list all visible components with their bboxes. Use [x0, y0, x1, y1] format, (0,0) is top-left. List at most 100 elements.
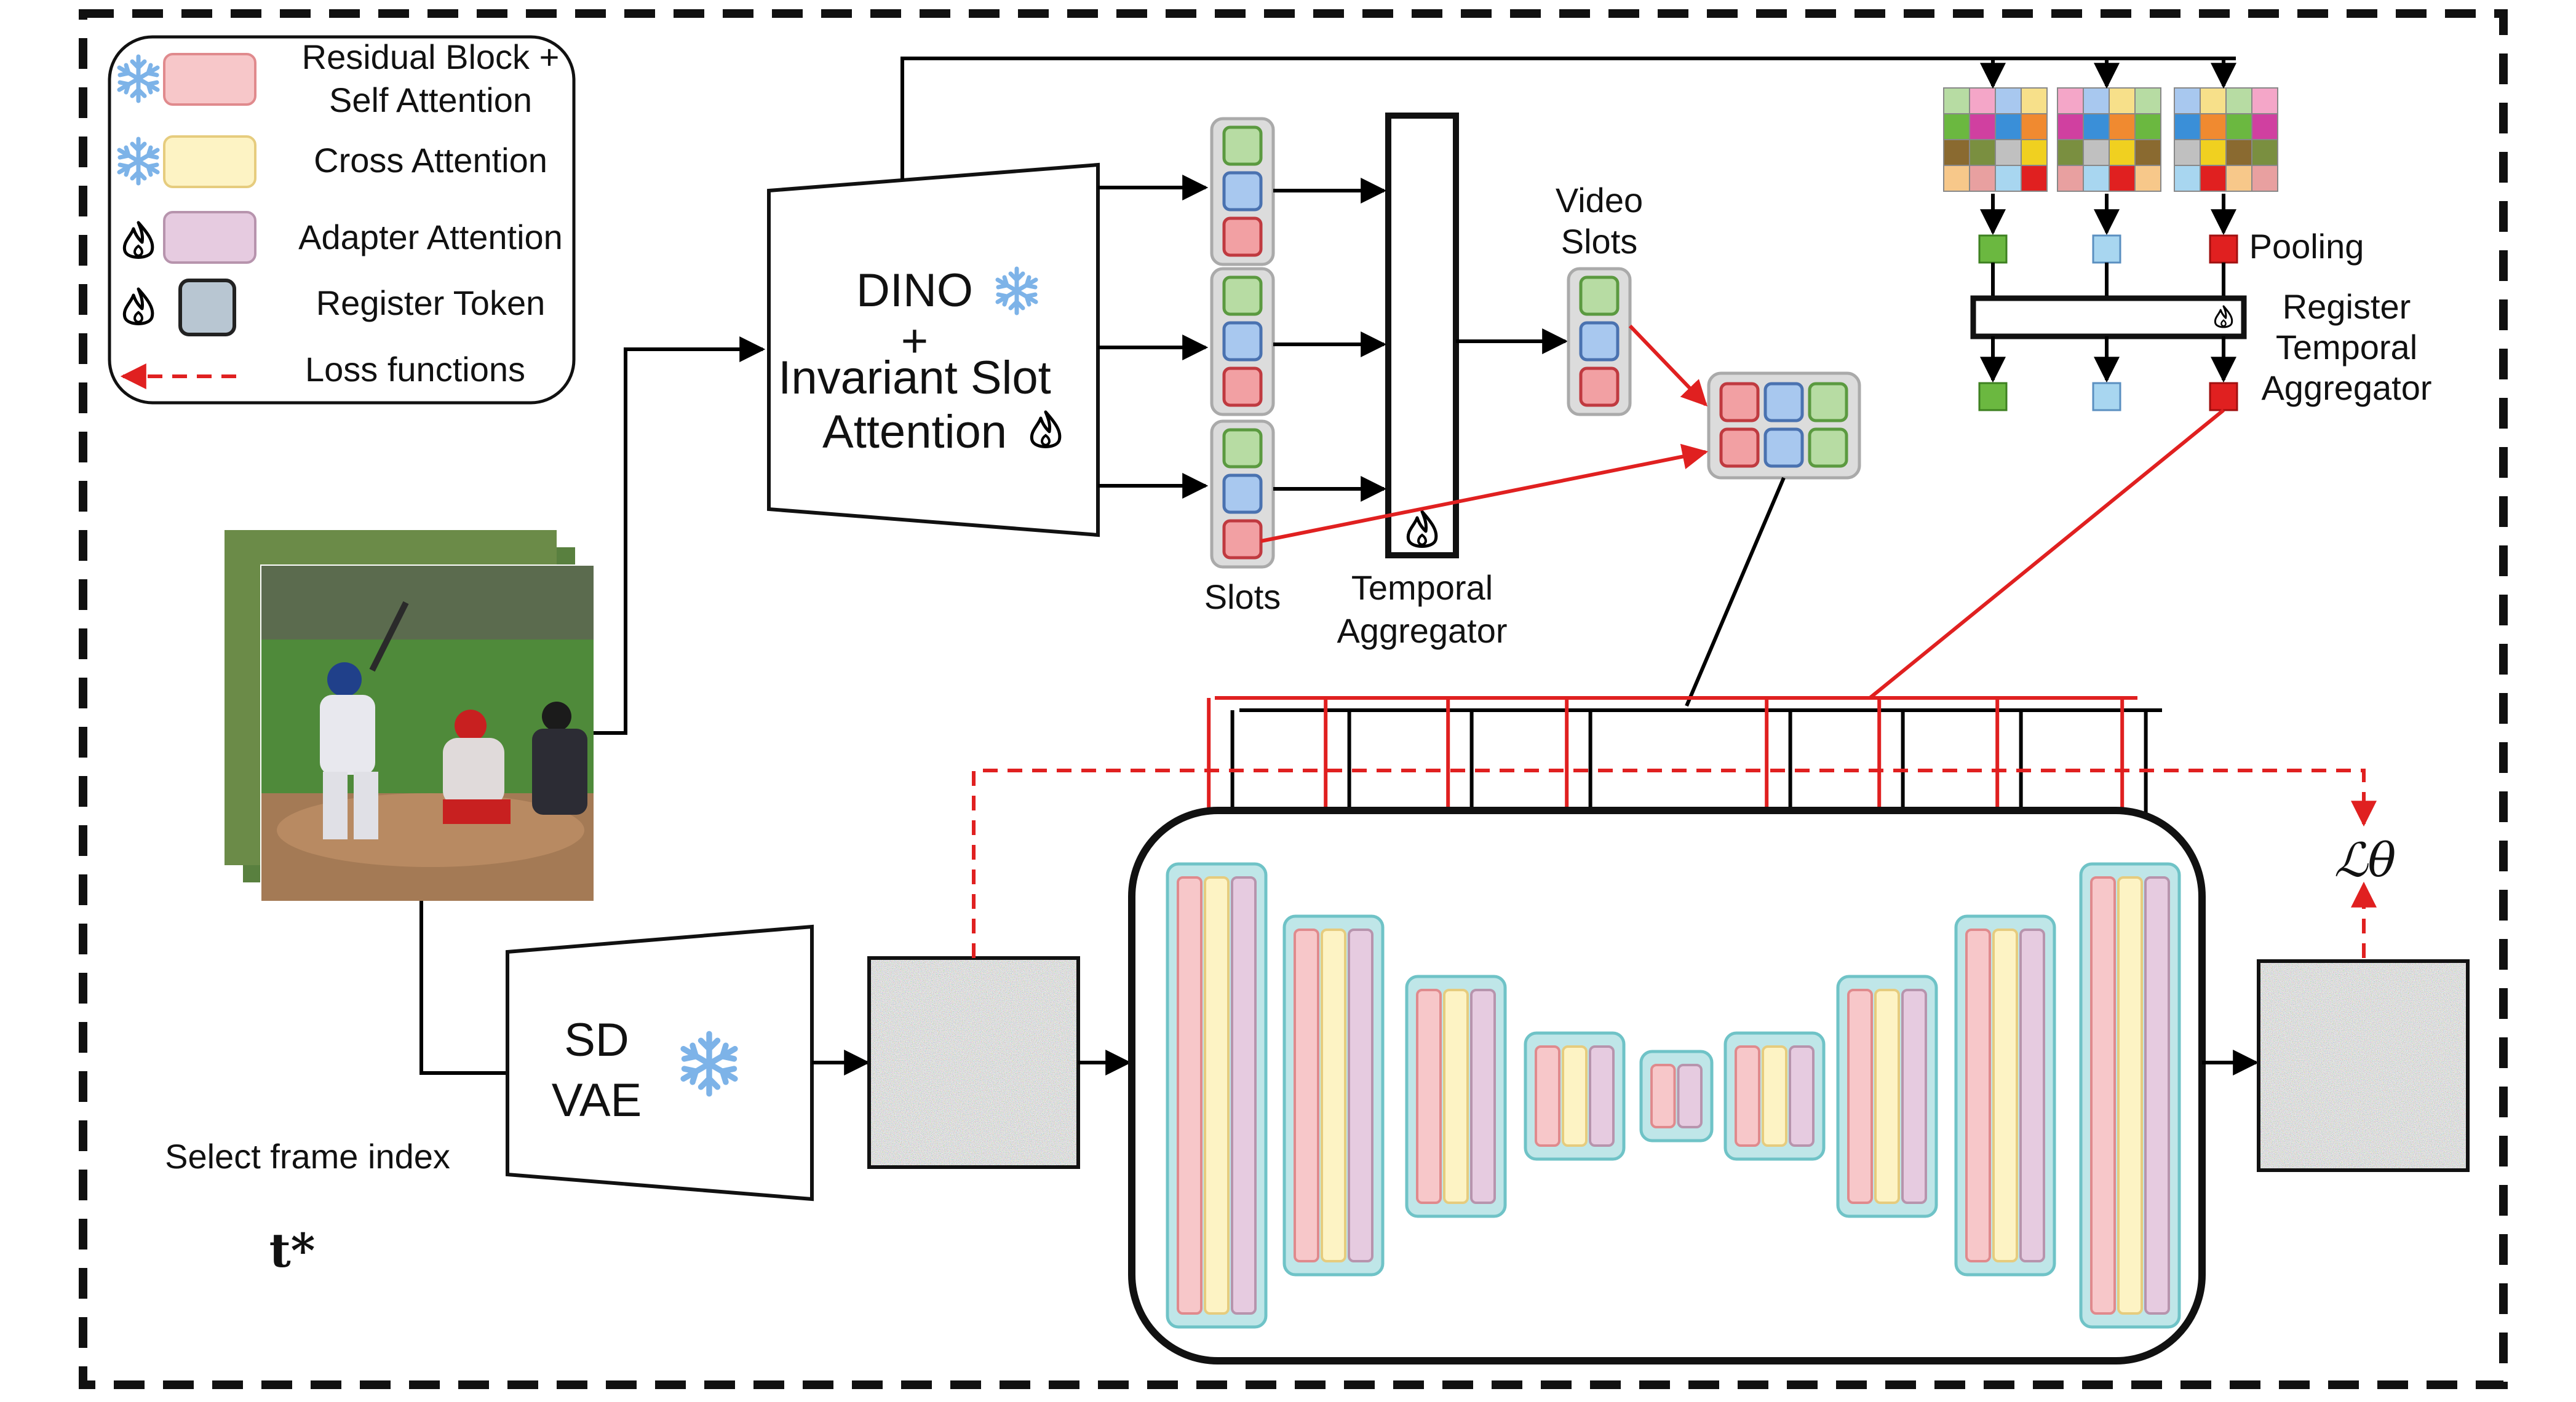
unet-block — [1836, 975, 1938, 1218]
encoder-label-1: DINO — [856, 264, 973, 317]
register-token-cell — [1995, 139, 2022, 166]
register-token-cell — [1995, 165, 2022, 192]
sd-vae-block — [506, 924, 814, 1202]
legend: Residual Block + Self Attention Cross At… — [108, 35, 576, 405]
register-token-cell — [2134, 113, 2161, 140]
frames-to-encoder-arrow — [594, 336, 766, 735]
temporal-aggregator-label: Aggregator — [1337, 611, 1507, 650]
register-token-cell — [2109, 165, 2136, 192]
unet-block — [1282, 914, 1385, 1277]
loss-dashed-line — [972, 769, 2377, 958]
noisy-latent-input — [867, 956, 1080, 1169]
register-token-cell — [1995, 113, 2022, 140]
register-token-cell — [2200, 165, 2227, 192]
register-token-cell — [2174, 113, 2201, 140]
register-token-cell — [1969, 87, 1996, 114]
encoder-label-4: Attention — [822, 406, 1007, 458]
register-token-cell — [2083, 87, 2110, 114]
register-token-cell — [2251, 165, 2278, 192]
register-token-cell — [2109, 87, 2136, 114]
pooling-label: Pooling — [2249, 227, 2364, 266]
register-token-cell — [2200, 113, 2227, 140]
register-token-cell — [2134, 139, 2161, 166]
cross-attention-layer — [2117, 876, 2143, 1315]
legend-label: Self Attention — [329, 81, 532, 119]
select-frame-label: Select frame index — [165, 1137, 450, 1176]
cross-attention-layer — [1874, 989, 1900, 1204]
legend-label: Cross Attention — [314, 141, 547, 180]
unet-block — [1524, 1031, 1626, 1161]
register-token-grid — [2057, 87, 2161, 192]
residual-self-attention-layer — [1965, 929, 1991, 1262]
residual-self-attention-layer — [1735, 1045, 1760, 1147]
legend-label: Register Token — [316, 283, 546, 322]
unet-block — [2079, 862, 2181, 1329]
cross-attention-layer — [1204, 876, 1230, 1315]
register-token-cell — [2225, 165, 2252, 192]
residual-self-attention-layer — [1847, 989, 1873, 1204]
register-token-cell — [2134, 87, 2161, 114]
adapter-attention-layer — [1677, 1064, 1703, 1128]
pooled-token-red — [2209, 234, 2238, 264]
register-token-cell — [2174, 139, 2201, 166]
adapter-attention-layer — [2019, 929, 2045, 1262]
video-slots-label: Slots — [1561, 222, 1638, 261]
register-token-cell — [2251, 139, 2278, 166]
unet-block — [1405, 975, 1507, 1218]
register-token-grid — [1943, 87, 2048, 192]
pooled-token-blue — [2092, 234, 2121, 264]
adapter-attention-layer — [1789, 1045, 1815, 1147]
adapter-attention-layer — [1589, 1045, 1615, 1147]
unet-block — [1954, 914, 2056, 1277]
loss-symbol: ℒθ — [2334, 833, 2396, 887]
temporal-aggregator-block — [1385, 113, 1459, 558]
outer-frame — [79, 9, 2508, 1389]
register-token-cell — [2225, 87, 2252, 114]
register-aggregator-label: Aggregator — [2261, 368, 2431, 407]
temporal-aggregator-label: Temporal — [1351, 568, 1493, 607]
register-aggregator-label: Register — [2283, 287, 2411, 326]
legend-loss-label: Loss functions — [305, 350, 525, 389]
cross-attention-layer — [1321, 929, 1346, 1262]
register-token-cell — [1969, 165, 1996, 192]
register-token-cell — [1943, 165, 1970, 192]
residual-self-attention-layer — [1650, 1064, 1676, 1128]
residual-self-attention-layer — [1535, 1045, 1560, 1147]
register-token-cell — [2225, 139, 2252, 166]
slot-group — [1210, 419, 1275, 569]
residual-self-attention-layer — [1177, 876, 1203, 1315]
register-token-cell — [2251, 113, 2278, 140]
register-token-cell — [2174, 165, 2201, 192]
unet-block — [1723, 1031, 1826, 1161]
register-token-cell — [1943, 113, 1970, 140]
register-token-cell — [2021, 113, 2048, 140]
slot-condition-line — [1685, 477, 1786, 707]
vae-label-1: SD — [564, 1014, 629, 1066]
register-token-cell — [2021, 87, 2048, 114]
slot-group — [1210, 117, 1275, 266]
adapter-attention-layer — [1231, 876, 1257, 1315]
register-token-cell — [2021, 139, 2048, 166]
aggregated-token-green — [1978, 382, 2008, 411]
residual-self-attention-layer — [1294, 929, 1319, 1262]
residual-self-attention-layer — [2090, 876, 2116, 1315]
register-token-cell — [1995, 87, 2022, 114]
residual-self-attention-layer — [1416, 989, 1442, 1204]
slots-label: Slots — [1204, 577, 1281, 616]
adapter-attention-layer — [1348, 929, 1373, 1262]
register-token-cell — [2109, 139, 2136, 166]
register-token-cell — [1969, 113, 1996, 140]
adapter-attention-layer — [1470, 989, 1496, 1204]
register-token-cell — [2200, 87, 2227, 114]
register-token-cell — [2109, 113, 2136, 140]
vae-label-2: VAE — [552, 1074, 642, 1127]
register-token-cell — [2251, 87, 2278, 114]
slot-group — [1210, 267, 1275, 416]
register-token-cell — [2083, 165, 2110, 192]
register-token-cell — [1943, 87, 1970, 114]
encoder-label-2: + — [901, 315, 928, 367]
register-token-cell — [2057, 113, 2084, 140]
cross-attention-layer — [1762, 1045, 1787, 1147]
combined-slot-group — [1707, 371, 1861, 480]
